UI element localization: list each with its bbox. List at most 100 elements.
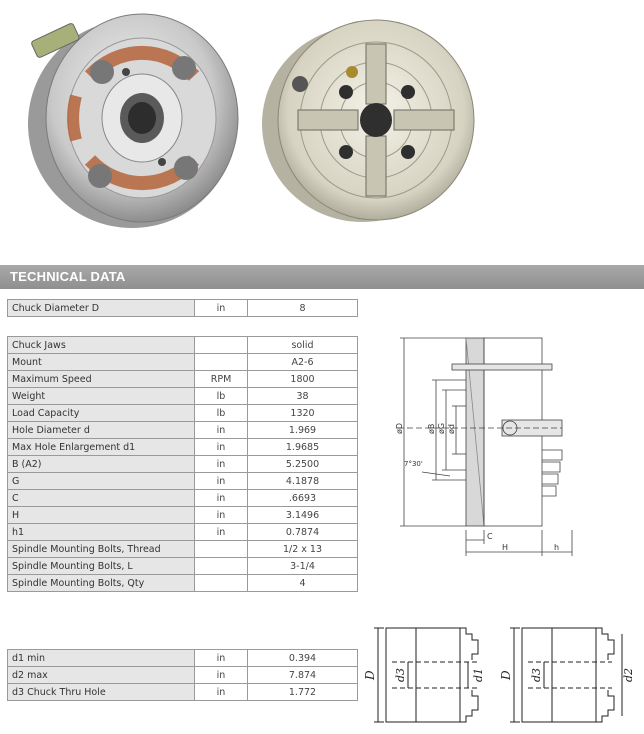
spec-unit: in [194,649,248,667]
spec-label: Spindle Mounting Bolts, L [7,557,195,575]
spec-label: d1 min [7,649,195,667]
spec-value: 38 [247,387,358,405]
spec-label: Weight [7,387,195,405]
spec-label: Hole Diameter d [7,421,195,439]
spec-value: solid [247,336,358,354]
table-row: Spindle Mounting Bolts, Qty 4 [7,574,358,592]
spec-label: d2 max [7,666,195,684]
table-row: Mount A2-6 [7,353,358,371]
label-d2: d2 [622,668,635,682]
spec-value: A2-6 [247,353,358,371]
spec-unit [194,557,248,575]
spec-label: Max Hole Enlargement d1 [7,438,195,456]
label-d3: d3 [530,668,543,682]
spec-value: 1/2 x 13 [247,540,358,558]
spec-label: Chuck Diameter D [7,299,195,317]
spec-value: 1800 [247,370,358,388]
spec-unit: RPM [194,370,248,388]
d2-profile-drawing: D d3 d2 [500,627,635,723]
spec-label: Maximum Speed [7,370,195,388]
d1-profile-drawing: D d3 d1 [363,627,485,723]
chuck-back-photo [28,13,239,228]
spec-label: h1 [7,523,195,541]
label-D: D [500,670,513,681]
spec-label: H [7,506,195,524]
spec-unit: in [194,666,248,684]
spec-unit [194,574,248,592]
spec-value: .6693 [247,489,358,507]
spec-unit: in [194,489,248,507]
spec-unit [194,540,248,558]
spec-label: Chuck Jaws [7,336,195,354]
label-d1: d1 [472,668,485,682]
spec-label: Spindle Mounting Bolts, Qty [7,574,195,592]
table-row: Spindle Mounting Bolts, L 3-1/4 [7,557,358,575]
table-row: Spindle Mounting Bolts, Thread 1/2 x 13 [7,540,358,558]
spec-value: 5.2500 [247,455,358,473]
label-d3: d3 [394,668,407,682]
spec-unit: in [194,421,248,439]
spec-label: Load Capacity [7,404,195,422]
spec-unit [194,336,248,354]
spec-label: B (A2) [7,455,195,473]
label-C: C [487,532,493,541]
spec-value: 7.874 [247,666,358,684]
spec-value: 8 [247,299,358,317]
label-angle: 7°30' [404,460,423,468]
spec-unit: in [194,455,248,473]
label-dia-D: øD [395,423,404,434]
spec-unit: in [194,438,248,456]
spec-value: 1320 [247,404,358,422]
spec-unit: in [194,523,248,541]
label-h: h [554,543,559,552]
spec-unit: in [194,506,248,524]
spec-unit: lb [194,387,248,405]
label-H: H [502,543,508,552]
spec-value: 1.969 [247,421,358,439]
spec-value: 1.772 [247,683,358,701]
label-D: D [363,670,377,681]
spec-unit: lb [194,404,248,422]
spec-unit: in [194,683,248,701]
spec-value: 0.7874 [247,523,358,541]
section-title: TECHNICAL DATA [10,269,126,284]
spec-value: 4 [247,574,358,592]
spec-label: d3 Chuck Thru Hole [7,683,195,701]
table-row: Chuck Jaws solid [7,336,358,354]
spec-value: 1.9685 [247,438,358,456]
chuck-front-photo [262,19,475,222]
spec-unit [194,353,248,371]
spec-value: 3-1/4 [247,557,358,575]
spec-value: 3.1496 [247,506,358,524]
label-dia-G: øG [437,423,446,434]
label-dia-d: ød [447,424,456,434]
spec-label: Spindle Mounting Bolts, Thread [7,540,195,558]
technical-data-header: TECHNICAL DATA [0,265,644,289]
chuck-section-drawing: øD øB øG ød 7°30' C H h [395,337,573,556]
spec-value: 4.1878 [247,472,358,490]
spec-label: G [7,472,195,490]
spec-label: Mount [7,353,195,371]
spec-unit: in [194,299,248,317]
spec-unit: in [194,472,248,490]
label-dia-B: øB [427,424,436,434]
spec-label: C [7,489,195,507]
spec-value: 0.394 [247,649,358,667]
